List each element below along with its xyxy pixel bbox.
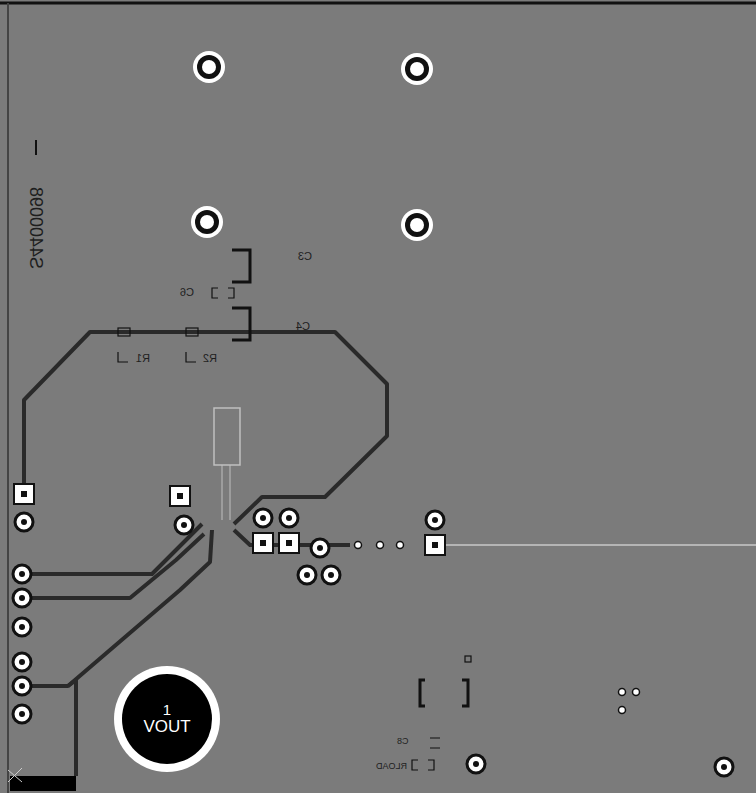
silkscreen-label: C8 [397, 737, 409, 746]
terminal-number: 1 [163, 702, 171, 718]
silkscreen-label: R2 [203, 353, 217, 364]
board-id-text: S4400098 [27, 187, 45, 269]
silkscreen-label: C4 [296, 321, 310, 332]
terminal-node: 1VOUT [122, 674, 212, 764]
silkscreen-label: R1 [136, 353, 150, 364]
silkscreen-label: RLOAD [376, 762, 407, 771]
terminal-name: VOUT [143, 718, 190, 736]
silkscreen-label: C3 [298, 251, 312, 262]
silkscreen-label: C6 [180, 287, 194, 298]
